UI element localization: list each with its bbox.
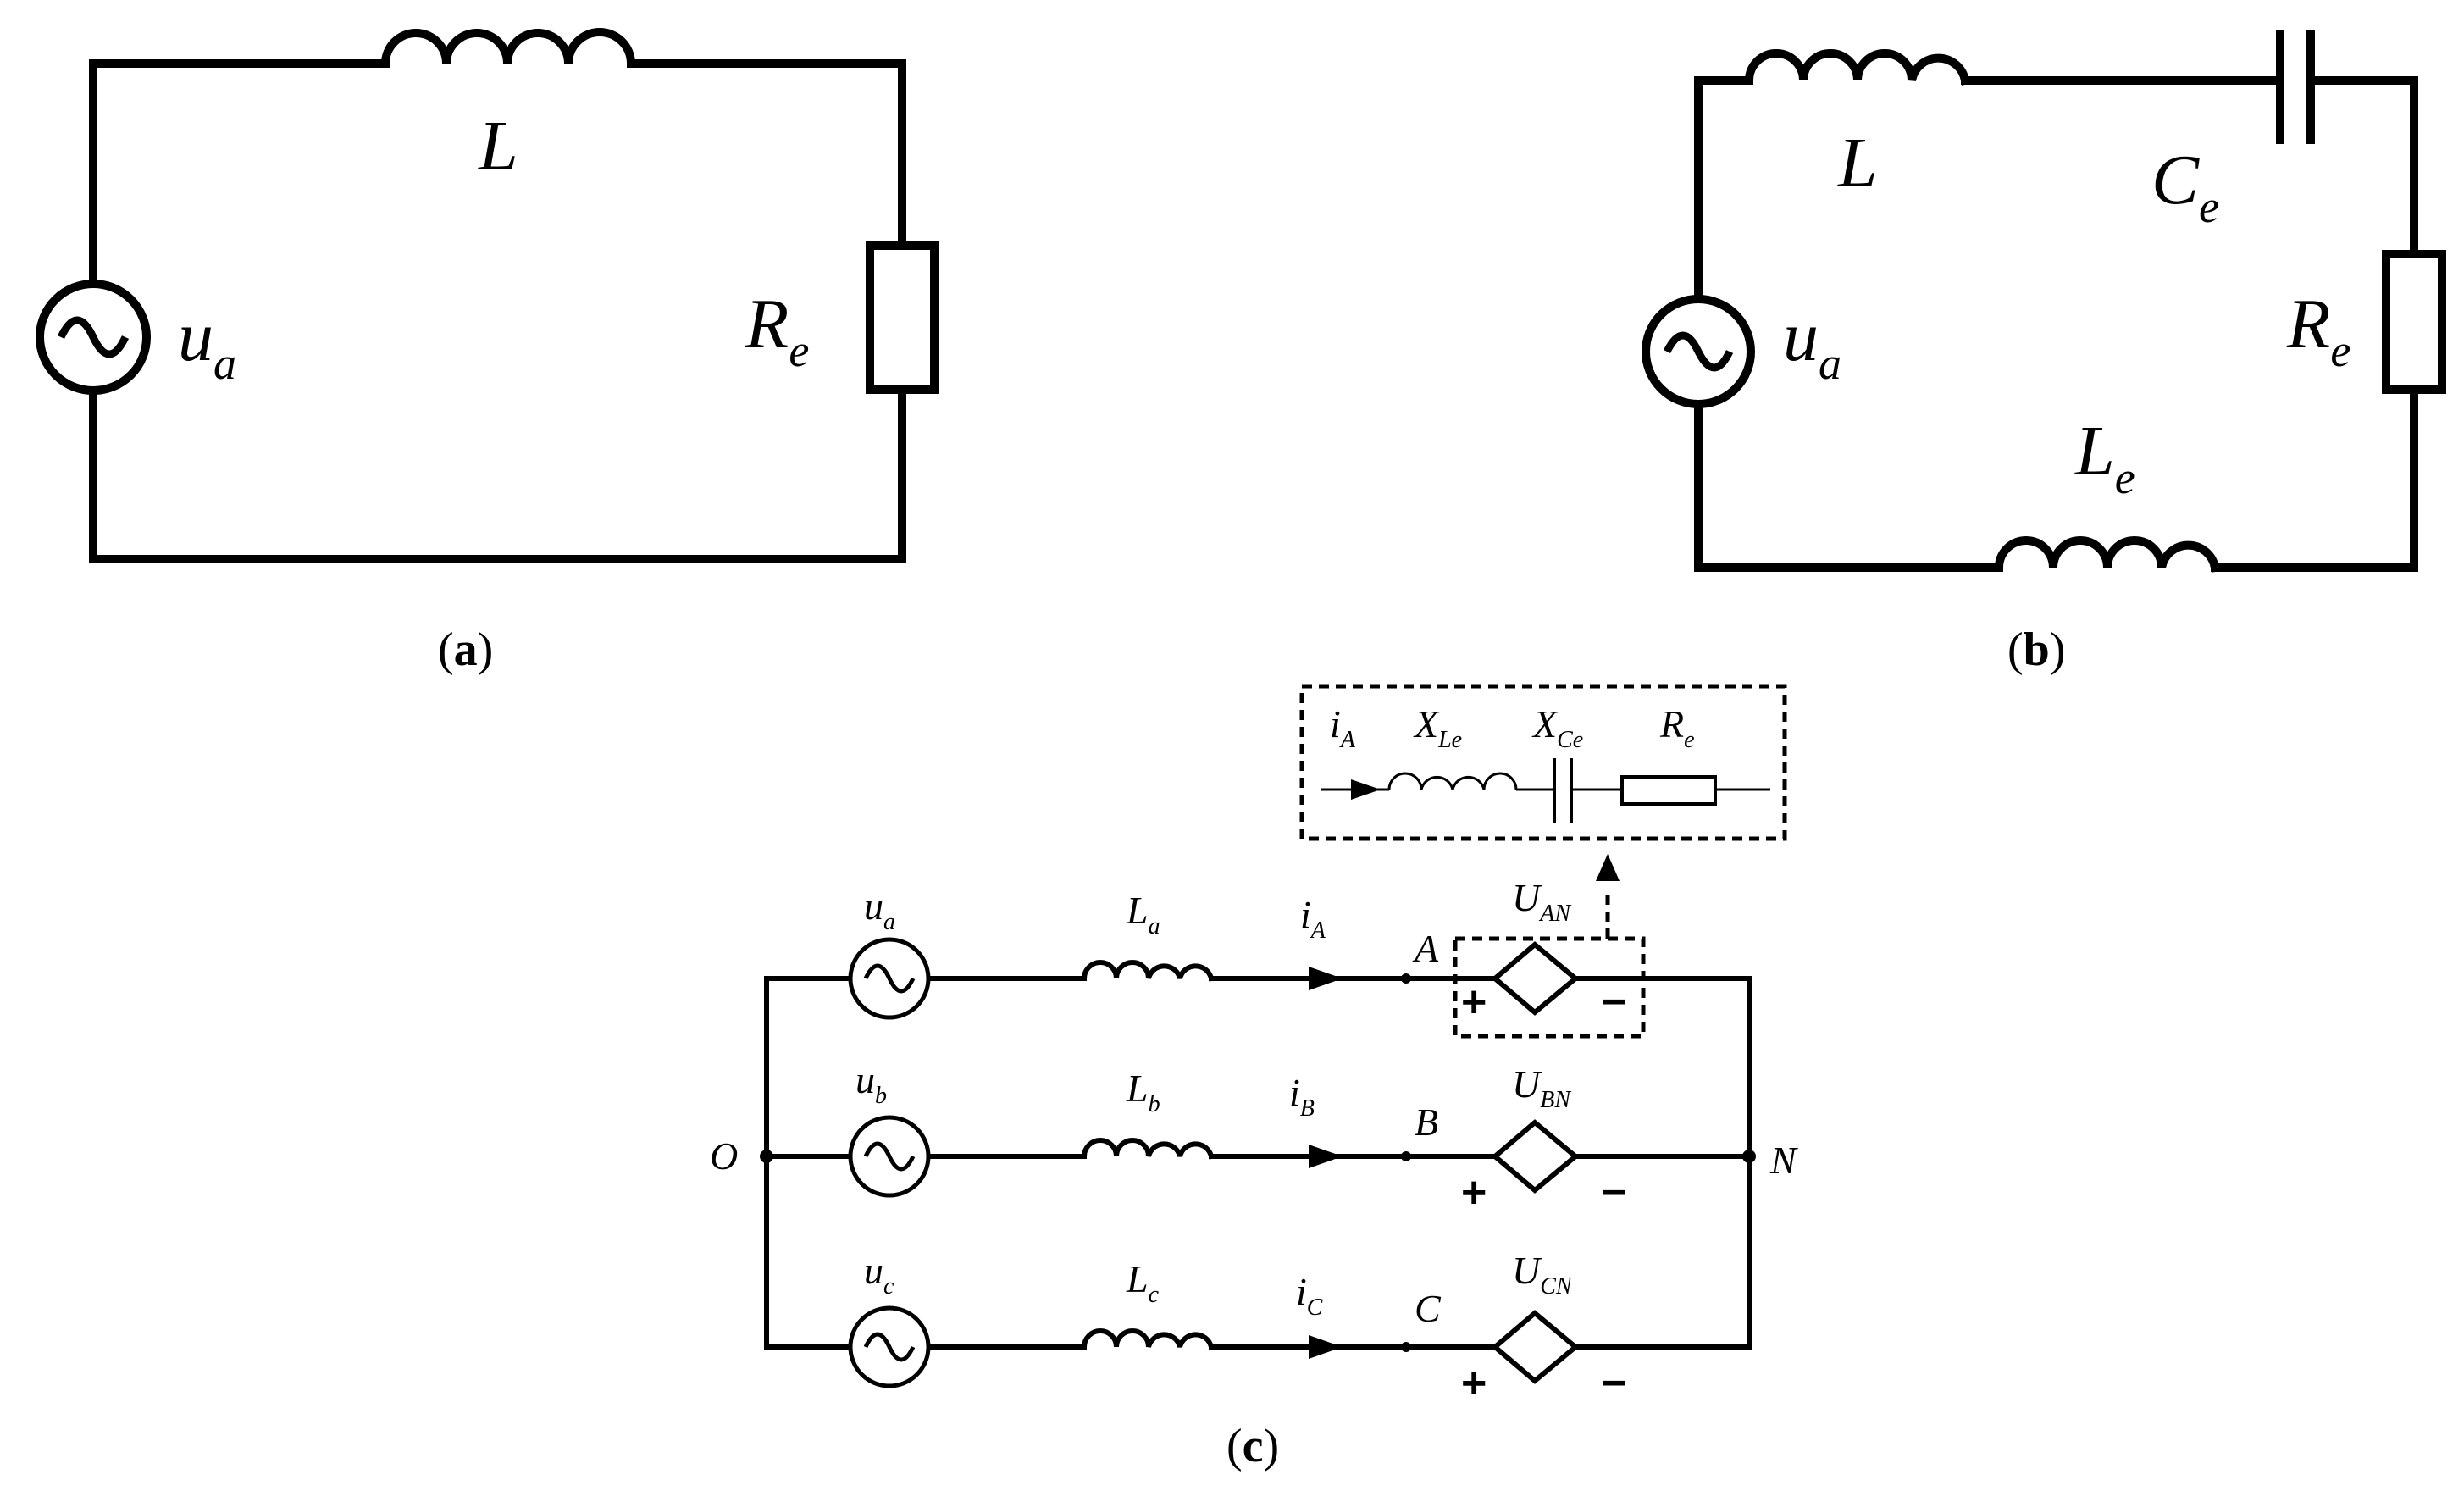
panel-a-inductor — [380, 28, 636, 69]
panel-c-node-C-label: C — [1415, 1287, 1442, 1330]
panel-c-voltage-c-label: UCN — [1512, 1249, 1573, 1300]
panel-c-minus-c: − — [1601, 1359, 1626, 1408]
panel-c-current-c-label: iC — [1296, 1270, 1323, 1321]
panel-c-inset-capacitor — [1553, 758, 1573, 823]
panel-c-minus-b: − — [1601, 1168, 1626, 1217]
panel-c-inductor-b — [1081, 1138, 1215, 1160]
panel-a-source-label: ua — [178, 297, 236, 389]
panel-c-minus-a: − — [1601, 978, 1626, 1027]
panel-c-node-N-label: N — [1769, 1139, 1798, 1182]
panel-b-inductor — [1744, 49, 1970, 86]
panel-c-inset-current-arrow — [1351, 779, 1381, 800]
panel-c-dependent-source-c — [1491, 1310, 1580, 1384]
panel-a-resistor-label: Re — [745, 285, 809, 376]
panel-c-circuit: O N ua La iA A UAN + − — [710, 684, 1798, 1472]
panel-a-inductor-label: L — [478, 107, 518, 186]
panel-c-current-b-label: iB — [1289, 1071, 1315, 1122]
panel-c-inset-current-label: iA — [1330, 702, 1356, 753]
panel-c-arrow-c — [1309, 1335, 1343, 1359]
panel-c-inset-inductor — [1387, 772, 1518, 790]
panel-c-inductor-c — [1081, 1328, 1215, 1350]
panel-c-voltage-b-label: UBN — [1512, 1062, 1571, 1113]
panel-b-resistor-label: Re — [2286, 285, 2350, 376]
panel-b-caption: (b) — [2007, 624, 2065, 676]
panel-c-phase-b: ub Lb iB B UBN + − — [764, 1058, 1752, 1217]
panel-c-phase-a: ua La iA A UAN + − — [764, 876, 1752, 1027]
panel-b-resistor — [2382, 250, 2446, 394]
panel-c-inset-xle-label: XLe — [1413, 702, 1462, 753]
panel-c-inset-xce-label: XCe — [1531, 702, 1583, 753]
panel-c-caption: (c) — [1226, 1420, 1279, 1472]
panel-c-source-c-label: uc — [864, 1249, 894, 1300]
panel-a-caption: (a) — [438, 624, 493, 676]
panel-c-dependent-source-a — [1491, 941, 1580, 1016]
panel-c-inductor-c-label: Lc — [1126, 1257, 1160, 1308]
panel-c-selection-box — [1453, 936, 1646, 1039]
panel-b-wire-loop — [1694, 76, 2418, 572]
panel-c-inset: iA XLe XCe Re — [1299, 684, 1787, 841]
panel-c-inset-resistor — [1620, 775, 1717, 806]
panel-c-plus-a: + — [1461, 978, 1487, 1027]
panel-c-plus-c: + — [1461, 1359, 1487, 1408]
panel-b-inductor-label: L — [1837, 124, 1878, 202]
panel-c-inset-border — [1299, 684, 1787, 841]
panel-c-phase-c: uc Lc iC C UCN + − — [764, 1249, 1752, 1408]
panel-c-current-a-label: iA — [1300, 893, 1326, 944]
panel-b-circuit: ua L Ce Re Le (b) — [1642, 30, 2446, 676]
panel-c-arrow-b — [1309, 1145, 1343, 1168]
panel-c-source-b-label: ub — [855, 1058, 887, 1109]
panel-c-inductor-a — [1081, 960, 1215, 982]
panel-c-arrow-a — [1309, 967, 1343, 990]
panel-b-source-label: ua — [1783, 297, 1841, 389]
panel-a-wire-loop — [89, 59, 906, 563]
panel-a-ac-source — [36, 280, 151, 395]
panel-c-inductor-b-label: Lb — [1126, 1067, 1160, 1117]
panel-c-node-A-label: A — [1412, 927, 1439, 970]
panel-b-inductor-e — [1994, 536, 2220, 573]
panel-c-node-O-label: O — [710, 1134, 738, 1178]
panel-b-capacitor-label: Ce — [2151, 141, 2219, 232]
panel-c-voltage-a-label: UAN — [1512, 876, 1571, 927]
panel-c-inset-arrow — [1596, 854, 1620, 881]
panel-c-dependent-source-b — [1491, 1119, 1580, 1194]
panel-b-inductor-e-label: Le — [2074, 412, 2135, 503]
panel-c-node-B-label: B — [1415, 1100, 1438, 1144]
panel-b-capacitor — [2276, 30, 2315, 144]
panel-c-inductor-a-label: La — [1126, 889, 1160, 939]
panel-c-plus-b: + — [1461, 1168, 1487, 1217]
panel-c-inset-re-label: Re — [1659, 702, 1695, 753]
panel-a-resistor — [866, 241, 939, 394]
panel-c-source-a-label: ua — [864, 884, 895, 935]
panel-a-circuit: ua L Re (a) — [36, 28, 939, 676]
panel-b-ac-source — [1642, 295, 1755, 408]
